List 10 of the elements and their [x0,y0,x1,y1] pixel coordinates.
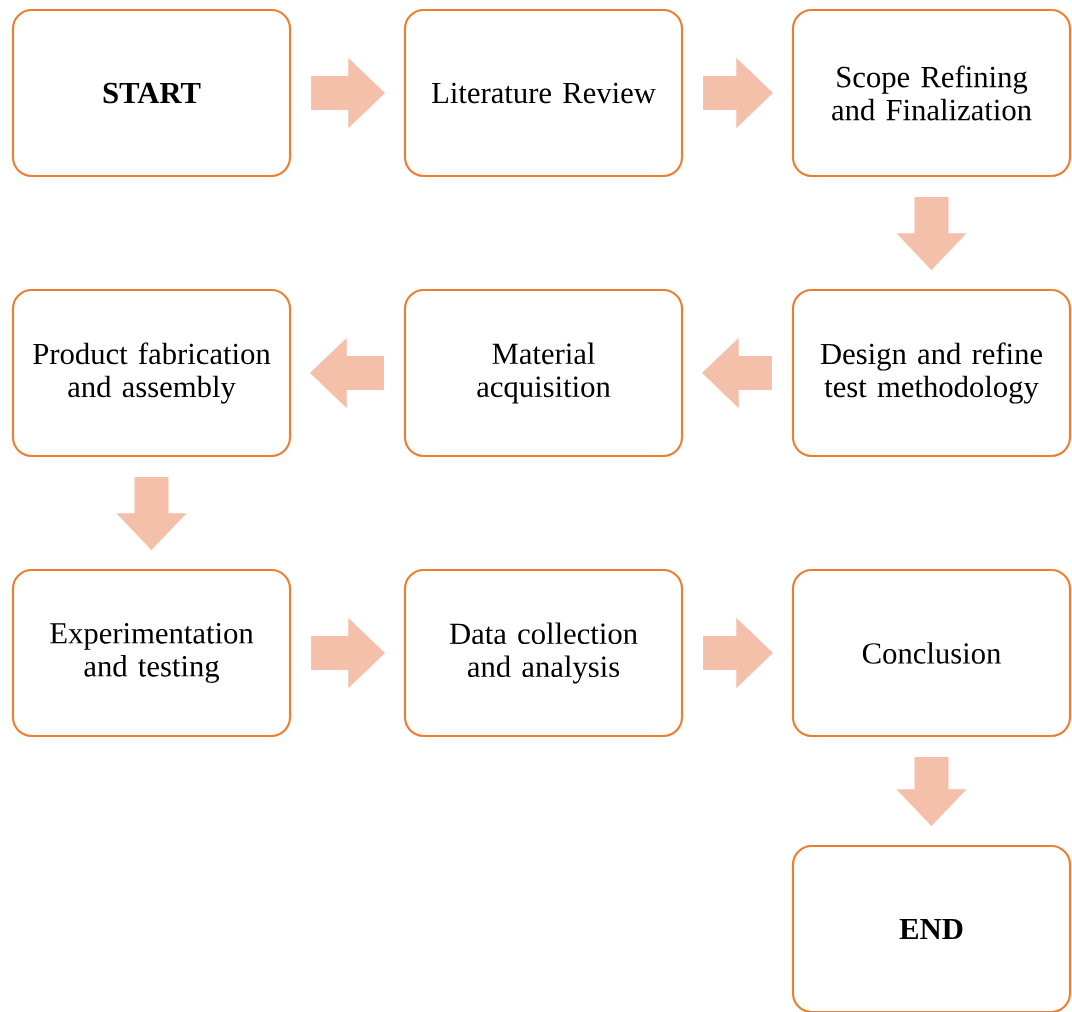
process-box: Product fabrication and assembly [11,288,292,458]
process-box: Literature Review [403,8,684,178]
process-box: START [11,8,292,178]
process-box: Scope Refining and Finalization [791,8,1072,178]
process-box: Data collection and analysis [403,568,684,738]
process-box: Conclusion [791,568,1072,738]
process-box: Material acquisition [403,288,684,458]
process-box: Design and refine test methodology [791,288,1072,458]
process-box: Experimentation and testing [11,568,292,738]
process-box: END [791,844,1072,1012]
